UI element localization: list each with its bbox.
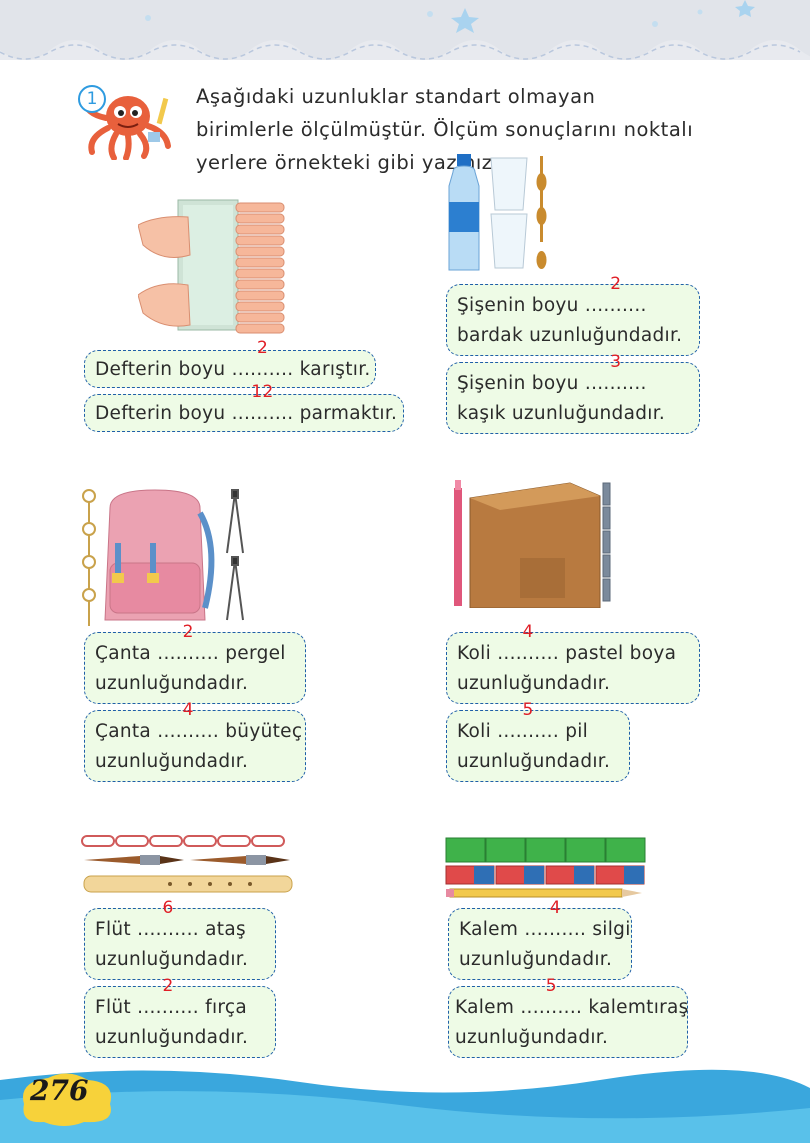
- backpack-compass-illustration: [82, 489, 244, 626]
- answer-box-flute-brush: Flüt ..........2 fırça uzunluğundadır.: [84, 976, 276, 1058]
- dotted-blank[interactable]: ..........: [584, 373, 647, 394]
- answer-box-pencil-sharpener: Kalem ..........5 kalemtıraş uzunluğunda…: [448, 976, 688, 1058]
- sharpeners-erasers-pencil-illustration: [445, 837, 646, 898]
- answer-value: 6: [162, 898, 174, 918]
- top-wave-decoration: [0, 0, 810, 60]
- answer-box-box-crayon: Koli ..........4 pastel boya uzunluğunda…: [446, 622, 700, 704]
- answer-value: 5: [545, 976, 557, 996]
- answer-box-bag-magnifier: Çanta ..........4 büyüteç uzunluğundadır…: [84, 700, 306, 782]
- answer-box-bottle-glass: Şişenin boyu ..........2 bardak uzunluğu…: [446, 274, 700, 356]
- notebook-hands-illustration: [138, 199, 285, 334]
- page-number: 276: [30, 1074, 89, 1107]
- answer-value: 4: [549, 898, 561, 918]
- bottle-glasses-spoons-illustration: [448, 154, 547, 271]
- answer-value: 2: [182, 622, 194, 642]
- answer-box-bag-compass: Çanta ..........2 pergel uzunluğundadır.: [84, 622, 306, 704]
- dotted-blank[interactable]: ..........: [520, 997, 583, 1018]
- octopus-mascot-illustration: [81, 96, 171, 160]
- answer-box-notebook-hand: Defterin boyu ..........2 karıştır.: [84, 338, 376, 388]
- dotted-blank[interactable]: ..........: [497, 643, 560, 664]
- dotted-blank[interactable]: ..........: [497, 721, 560, 742]
- answer-value: 5: [522, 700, 534, 720]
- answer-value: 4: [522, 622, 534, 642]
- answer-value: 2: [256, 338, 269, 358]
- answer-box-pencil-eraser: Kalem ..........4 silgi uzunluğundadır.: [448, 898, 632, 980]
- answer-box-flute-clip: Flüt ..........6 ataş uzunluğundadır.: [84, 898, 276, 980]
- bottom-wave-decoration: [0, 1069, 810, 1143]
- page-number-badge-shape: [23, 1073, 112, 1126]
- answer-box-bottle-spoon: Şişenin boyu ..........3 kaşık uzunluğun…: [446, 352, 700, 434]
- question-instruction: Aşağıdaki uzunluklar standart olmayan bi…: [196, 85, 694, 174]
- question-number: 1: [78, 85, 106, 113]
- answer-value: 4: [182, 700, 194, 720]
- clips-brushes-flute-illustration: [81, 835, 293, 893]
- box-crayons-batteries-illustration: [454, 480, 611, 608]
- dotted-blank[interactable]: ..........: [231, 403, 294, 424]
- answer-box-box-battery: Koli ..........5 pil uzunluğundadır.: [446, 700, 630, 782]
- dotted-blank[interactable]: ..........: [524, 919, 587, 940]
- dotted-blank[interactable]: ..........: [584, 295, 647, 316]
- answer-value: 3: [610, 352, 622, 372]
- dotted-blank[interactable]: ..........: [157, 721, 220, 742]
- answer-value: 2: [162, 976, 174, 996]
- answer-box-notebook-finger: Defterin boyu ..........12 parmaktır.: [84, 382, 404, 432]
- dotted-blank[interactable]: ..........: [157, 643, 220, 664]
- dotted-blank[interactable]: ..........: [137, 997, 199, 1018]
- answer-value: 12: [251, 382, 274, 402]
- answer-value: 2: [610, 274, 622, 294]
- dotted-blank[interactable]: ..........: [137, 919, 199, 940]
- dotted-blank[interactable]: ..........: [231, 359, 294, 380]
